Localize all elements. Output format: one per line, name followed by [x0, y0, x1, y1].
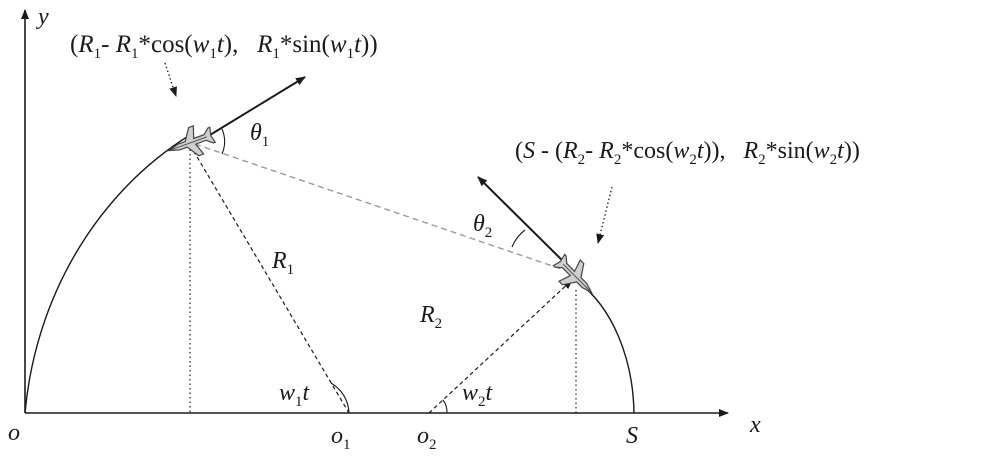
point-o1-label: o1: [331, 423, 351, 453]
angle-arc-w2t: [443, 400, 447, 413]
point-o2-label: o2: [417, 423, 437, 453]
radius-r1-label: R1: [271, 248, 294, 278]
angle-w1t-label: w1t: [279, 380, 311, 410]
coordinate-label-1: (R1- R1*cos(w1t), R1*sin(w1t)): [70, 31, 378, 62]
velocity-arrow-2: [478, 177, 572, 270]
aircraft-icon: [548, 249, 602, 303]
arc-trajectory-1: [25, 135, 190, 413]
arc-trajectory-2: [578, 282, 634, 413]
angle-arc-theta1: [222, 129, 225, 154]
angle-theta1-label: θ1: [250, 120, 269, 150]
aircraft-icon: [164, 121, 217, 165]
line-of-sight: [195, 144, 570, 272]
point-s-label: S: [626, 423, 638, 449]
coordinate-label-2: (S - (R2- R2*cos(w2t)), R2*sin(w2t)): [515, 138, 860, 168]
y-axis-label: y: [36, 4, 49, 30]
origin-label: o: [8, 420, 20, 446]
x-axis-label: x: [749, 412, 761, 438]
radius-line-2: [429, 280, 572, 413]
radius-r2-label: R2: [419, 302, 442, 332]
angle-arc-theta2: [512, 230, 525, 247]
pointer-arrow-2: [598, 187, 612, 243]
pointer-arrow-1: [165, 63, 176, 96]
angle-w2t-label: w2t: [462, 380, 494, 410]
angle-theta2-label: θ2: [473, 211, 492, 241]
radius-line-1: [190, 145, 349, 413]
